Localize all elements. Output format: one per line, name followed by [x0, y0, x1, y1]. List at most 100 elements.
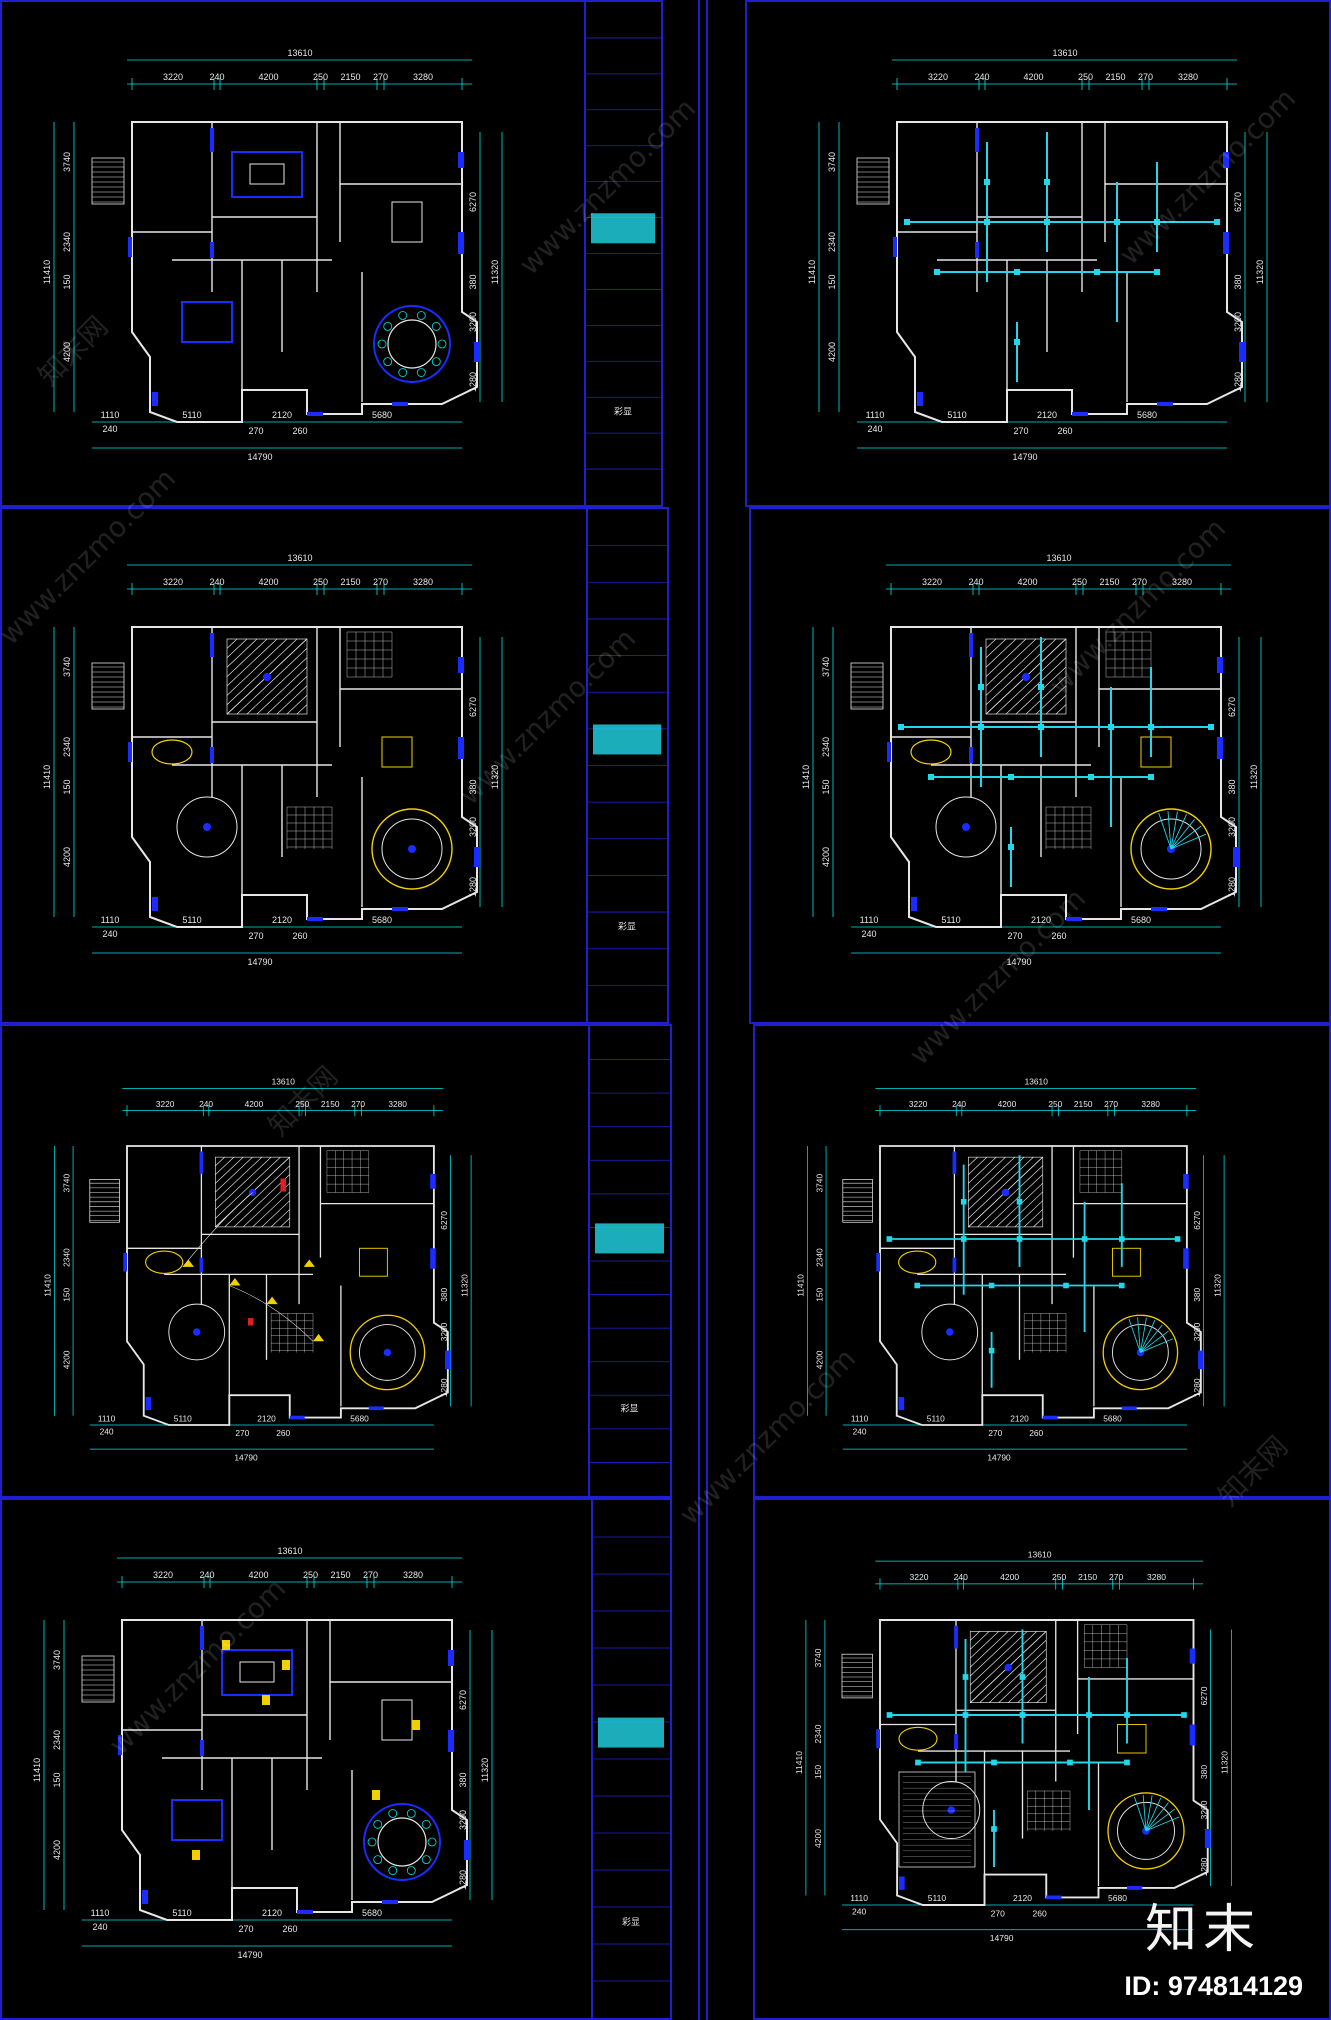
window-block — [1183, 1248, 1189, 1269]
window-block — [887, 742, 891, 762]
window-block — [145, 1397, 152, 1411]
dimension-label: 13610 — [287, 48, 312, 58]
window-block — [1204, 1829, 1211, 1848]
ceiling-lamp — [383, 1348, 392, 1357]
grid-line — [236, 647, 308, 715]
dimension-label: 250 — [313, 577, 328, 587]
window-block — [458, 737, 464, 759]
radial-wire — [1170, 833, 1207, 850]
wiring-node — [984, 219, 990, 225]
dimension-label: 4200 — [1000, 1572, 1019, 1582]
kitchen-island — [381, 1699, 413, 1741]
dimension-label: 5110 — [941, 915, 960, 925]
fixture-marker — [247, 1318, 254, 1326]
grid-line — [1008, 1666, 1047, 1703]
dimension-label: 4200 — [1017, 577, 1037, 587]
ceiling-lamp — [203, 823, 211, 831]
window-block — [200, 1626, 204, 1650]
dimension-label: 3280 — [1147, 1572, 1166, 1582]
bedroom-ceiling — [176, 796, 238, 858]
grid-line — [215, 1156, 263, 1202]
dimension-label: 2340 — [52, 1730, 62, 1750]
grid-line — [226, 638, 278, 687]
dimension-label: 250 — [1048, 1099, 1062, 1109]
dimension-label: 2150 — [321, 1099, 340, 1109]
title-block-note — [591, 213, 655, 244]
dimension-label: 3280 — [1141, 1099, 1160, 1109]
dimension-label: 380 — [1233, 274, 1243, 289]
wiring-node — [962, 1674, 969, 1680]
dimension-label: 3220 — [156, 1099, 175, 1109]
wood-floor — [898, 1771, 976, 1868]
dimension-label: 13610 — [1052, 48, 1077, 58]
dimension-label: 2340 — [61, 1248, 71, 1267]
grid-line — [970, 1631, 990, 1650]
round-ceiling-inner — [1117, 1801, 1175, 1860]
square-ceiling — [1112, 1247, 1141, 1277]
dimension-label: 4200 — [248, 1570, 268, 1580]
grid-line — [968, 1156, 1034, 1219]
divider-line — [698, 0, 700, 2020]
light-fixture — [229, 1278, 241, 1286]
dimension-label: 4200 — [821, 847, 831, 867]
window-block — [142, 1890, 148, 1904]
dimension-label: 3740 — [821, 657, 831, 677]
dimension-label: 240 — [852, 1907, 867, 1917]
dimension-label: 6270 — [468, 697, 478, 717]
title-block-note — [593, 724, 661, 755]
dimension-label: 270 — [373, 577, 388, 587]
dimension-label: 1110 — [850, 1893, 868, 1903]
window-block — [1217, 737, 1223, 759]
furniture-marker — [412, 1720, 420, 1730]
ceiling-lamp — [962, 823, 970, 831]
dining-chair — [416, 311, 426, 320]
dimension-label: 4200 — [62, 847, 72, 867]
dimension-label: 5110 — [182, 410, 201, 420]
bedroom-ceiling — [168, 1303, 226, 1361]
wiring-node — [914, 1282, 920, 1289]
wiring-node — [1148, 774, 1154, 780]
window-block — [382, 1900, 398, 1904]
tile-pattern — [1023, 1150, 1122, 1353]
window-block — [392, 402, 408, 406]
dining-chair — [383, 321, 393, 331]
radial-wire — [1170, 814, 1187, 850]
dimension-label: 150 — [61, 1287, 71, 1301]
dimension-label: 14790 — [234, 1452, 258, 1462]
dimension-label: 1280 — [1192, 1378, 1202, 1397]
grid-line — [261, 1200, 290, 1228]
interior-walls — [127, 1146, 434, 1407]
grid-line — [1055, 704, 1067, 715]
window-block — [975, 128, 979, 152]
stair — [81, 1655, 115, 1703]
dimension-label: 11320 — [1255, 260, 1265, 284]
stair-steps — [842, 1182, 873, 1221]
wiring-node — [934, 269, 940, 275]
radial-wire — [1170, 818, 1195, 850]
dimension-label: 11410 — [42, 765, 52, 789]
dimension-label: 5110 — [182, 915, 201, 925]
exterior-wall — [879, 1619, 1209, 1906]
window-block — [458, 232, 464, 254]
round-ceiling-inner — [381, 818, 443, 880]
furniture-marker — [282, 1660, 290, 1670]
dimension-label: 13610 — [287, 553, 312, 563]
circuit-arc — [182, 1192, 314, 1342]
wiring-node — [1119, 1282, 1125, 1289]
radial-wire — [1128, 1318, 1141, 1353]
dining-area — [373, 305, 451, 383]
title-block: 彩显 — [591, 1500, 670, 2018]
dimension-label: 3200 — [1233, 312, 1243, 332]
dining-chair — [398, 311, 408, 320]
dimension-label: 11320 — [459, 1274, 469, 1297]
grid-line — [256, 666, 308, 715]
dimension-label: 240 — [974, 72, 989, 82]
window-block — [1127, 1886, 1143, 1890]
dimension-label: 3280 — [1178, 72, 1198, 82]
wiring-runs — [907, 132, 1217, 382]
stair-steps — [857, 161, 889, 203]
dimension-label: 5680 — [372, 410, 392, 420]
window-block — [210, 128, 214, 152]
